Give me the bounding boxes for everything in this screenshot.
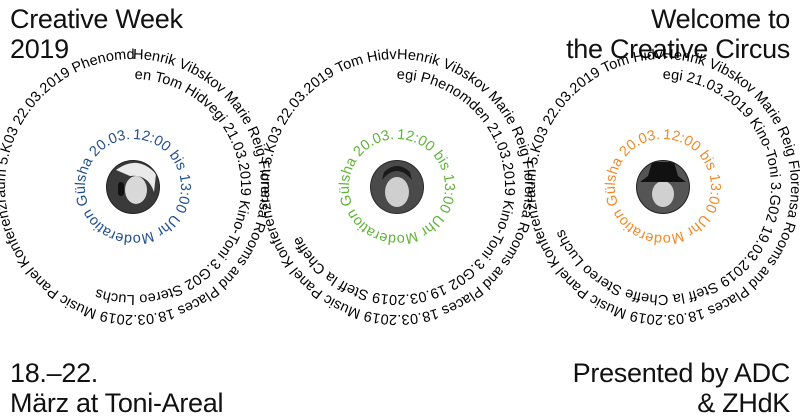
event-title: Creative Week — [10, 4, 183, 34]
welcome-line-1: Welcome to — [650, 4, 790, 34]
event-location: März at Toni-Areal — [10, 388, 224, 418]
presenter-line-2: & ZHdK — [697, 388, 790, 418]
event-year: 2019 — [10, 34, 69, 64]
footer-left: 18.–22. März at Toni-Areal — [10, 358, 223, 418]
spiral-right: Henrik Vibskov Marie Reig Florensa Rooms… — [522, 30, 800, 327]
spiral-center: Henrik Vibskov Marie Reig Florensa Rooms… — [257, 30, 537, 327]
avatar — [106, 160, 160, 214]
event-dates: 18.–22. — [10, 358, 98, 388]
avatar — [370, 160, 424, 214]
spiral-left: Henrik Vibskov Marie Reig Florensa Rooms… — [0, 30, 273, 327]
header-right: Welcome to the Creative Circus — [566, 4, 790, 64]
presenter-line-1: Presented by ADC — [572, 358, 791, 388]
avatar — [636, 160, 690, 214]
header-left: Creative Week 2019 — [10, 4, 183, 64]
footer-right: Presented by ADC & ZHdK — [572, 358, 791, 418]
welcome-line-2: the Creative Circus — [566, 34, 790, 64]
